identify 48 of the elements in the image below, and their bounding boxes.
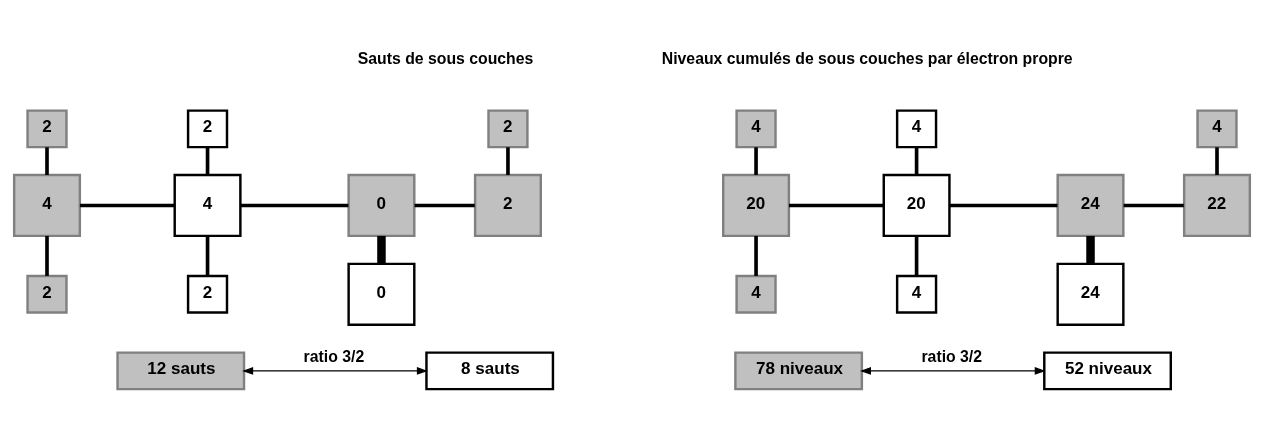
node-box: 4 [1196, 108, 1238, 148]
node-box: 24 [1056, 262, 1125, 326]
connector [914, 235, 919, 276]
connector [506, 146, 510, 175]
connector [1215, 146, 1219, 175]
node-box: 2 [186, 274, 229, 314]
connector [1123, 203, 1184, 207]
node-box: 2 [26, 274, 68, 314]
connector [45, 146, 49, 175]
node-box: 4 [895, 108, 938, 148]
connector [205, 146, 210, 175]
connector [754, 146, 758, 175]
arrow [242, 366, 428, 375]
connector [949, 203, 1058, 207]
edge-label: ratio 3/2 [921, 347, 983, 365]
connector [754, 235, 758, 276]
node-box: 4 [735, 108, 777, 148]
node-box: 22 [1182, 173, 1252, 237]
node-box: 0 [347, 173, 416, 237]
node-box: 12 sauts [116, 350, 246, 390]
connector [914, 146, 919, 175]
connector [45, 235, 49, 276]
label: Niveaux cumulés de sous couches par électron propre [661, 49, 1073, 67]
node-box: 4 [735, 274, 777, 314]
node-box: 4 [173, 173, 242, 237]
node-box: 78 niveaux [734, 350, 864, 390]
connector [205, 235, 210, 276]
node-box: 4 [895, 274, 938, 314]
node-box: 20 [722, 173, 791, 237]
node-box: 2 [473, 173, 542, 237]
node-box: 4 [12, 173, 82, 237]
edge-label: ratio 3/2 [303, 347, 365, 365]
node-box: 8 sauts [425, 350, 555, 390]
node-box: 0 [347, 262, 416, 326]
connector [789, 203, 884, 207]
node-box: 20 [882, 173, 951, 237]
connector [414, 203, 475, 207]
label: Sauts de sous couches [357, 49, 534, 67]
node-box: 24 [1056, 173, 1125, 237]
node-box: 2 [26, 108, 68, 148]
node-box: 2 [186, 108, 229, 148]
connector [377, 235, 386, 264]
node-box: 52 niveaux [1043, 350, 1172, 390]
connector [240, 203, 349, 207]
connector [1086, 235, 1095, 264]
connector [79, 203, 175, 207]
arrow [860, 366, 1046, 375]
node-box: 2 [487, 108, 529, 148]
